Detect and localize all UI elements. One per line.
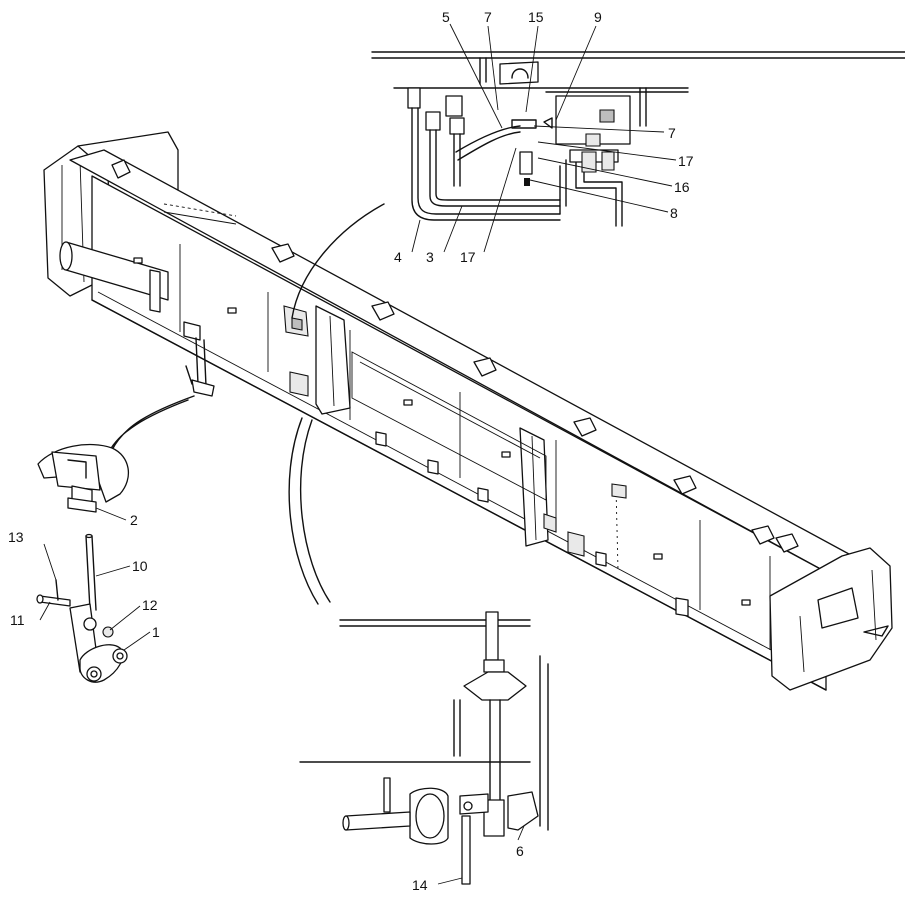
callout-11: 11 (10, 612, 25, 628)
connector-arc-top (291, 203, 385, 319)
callout-14: 14 (412, 877, 428, 893)
connector-arc-left (107, 395, 195, 455)
callout-3: 3 (426, 249, 434, 265)
callout-12: 12 (142, 597, 158, 613)
callout-15: 15 (528, 9, 544, 25)
latch-detail-view (299, 611, 549, 885)
callout-9: 9 (594, 9, 602, 25)
callout-13: 13 (8, 529, 24, 545)
connector-arc-bottom (288, 417, 331, 605)
main-frame (43, 131, 893, 691)
callout-5: 5 (442, 9, 450, 25)
pivot-detail-view (36, 443, 130, 683)
callout-1: 1 (152, 624, 160, 640)
callout-17-right: 17 (678, 153, 694, 169)
callout-7-top: 7 (484, 9, 492, 25)
hydraulic-detail-view (371, 51, 905, 227)
callout-8: 8 (670, 205, 678, 221)
callout-2: 2 (130, 512, 138, 528)
callout-17-bottom: 17 (460, 249, 476, 265)
callout-16: 16 (674, 179, 690, 195)
leader-lines (39, 23, 677, 885)
callout-7-right: 7 (668, 125, 676, 141)
callout-4: 4 (394, 249, 402, 265)
callout-labels: 5 7 15 9 7 17 16 8 4 3 17 2 10 13 11 12 … (8, 9, 694, 893)
callout-10: 10 (132, 558, 148, 574)
callout-6: 6 (516, 843, 524, 859)
